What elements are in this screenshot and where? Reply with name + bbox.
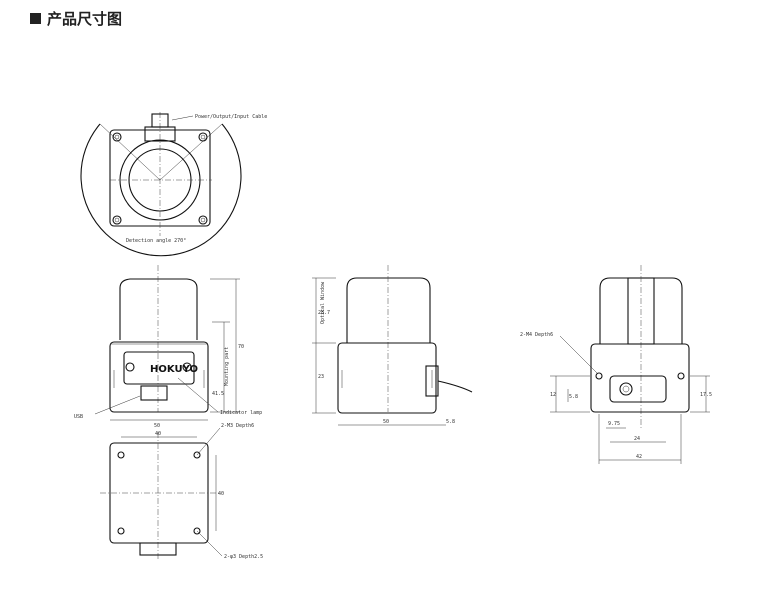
detection-angle-label: Detection angle 270° (126, 238, 186, 244)
side-width-dim: 50 (383, 419, 389, 425)
side-extra-dim: 5.8 (446, 419, 455, 425)
cable-label: Power/Output/Input Cable (195, 114, 267, 120)
m3-depth-label: 2-M3 Depth6 (221, 423, 254, 429)
side-window (346, 277, 431, 343)
side-window-dim: 28.7 (318, 310, 330, 316)
back-d-dim: 9.75 (608, 421, 620, 427)
back-connector (609, 375, 667, 403)
front-mount-dim: 41.5 (212, 391, 224, 397)
bottom-width-dim: 40 (155, 431, 161, 437)
section-header: 产品尺寸图 (30, 8, 122, 28)
front-height-dim: 70 (238, 344, 244, 350)
bottom-view: 40 40 2-M3 Depth6 2-φ3 Depth2.5 (100, 423, 263, 560)
back-e-dim: 24 (634, 436, 640, 442)
optical-window-label: Optical Window (320, 281, 326, 324)
mounting-part-label: Mounting part (224, 347, 230, 386)
logo-text: HOKUYO (150, 364, 198, 375)
front-width-dim: 50 (154, 423, 160, 429)
square-bullet-icon (30, 12, 41, 24)
detection-arc (80, 123, 242, 257)
phi-depth-label: 2-φ3 Depth2.5 (224, 554, 263, 560)
back-base (590, 343, 690, 413)
front-window (119, 278, 198, 340)
front-view: HOKUYO 70 41.5 Mounting part 50 USB Indi… (74, 265, 262, 429)
front-base (109, 341, 209, 413)
back-b-dim: 5.8 (569, 394, 578, 400)
front-panel (123, 351, 195, 385)
m4-depth-label: 2-M4 Depth6 (520, 332, 553, 338)
usb-label: USB (74, 414, 83, 420)
bottom-height-dim: 40 (218, 491, 224, 497)
indicator-label: Indicator lamp (220, 410, 262, 416)
side-lower-dim: 23 (318, 374, 324, 380)
back-a-dim: 12 (550, 392, 556, 398)
usb-port (140, 385, 168, 401)
page-title: 产品尺寸图 (47, 9, 123, 28)
back-width-dim: 42 (636, 454, 642, 460)
side-base (337, 342, 437, 414)
top-view: Power/Output/Input Cable Detection angle… (80, 112, 267, 257)
back-c-dim: 17.5 (700, 392, 712, 398)
bottom-connector (139, 542, 177, 556)
back-view: 2-M4 Depth6 12 5.8 17.5 9.75 24 42 (520, 265, 712, 464)
side-view: 28.7 23 Optical Window 50 5.8 (312, 265, 473, 426)
